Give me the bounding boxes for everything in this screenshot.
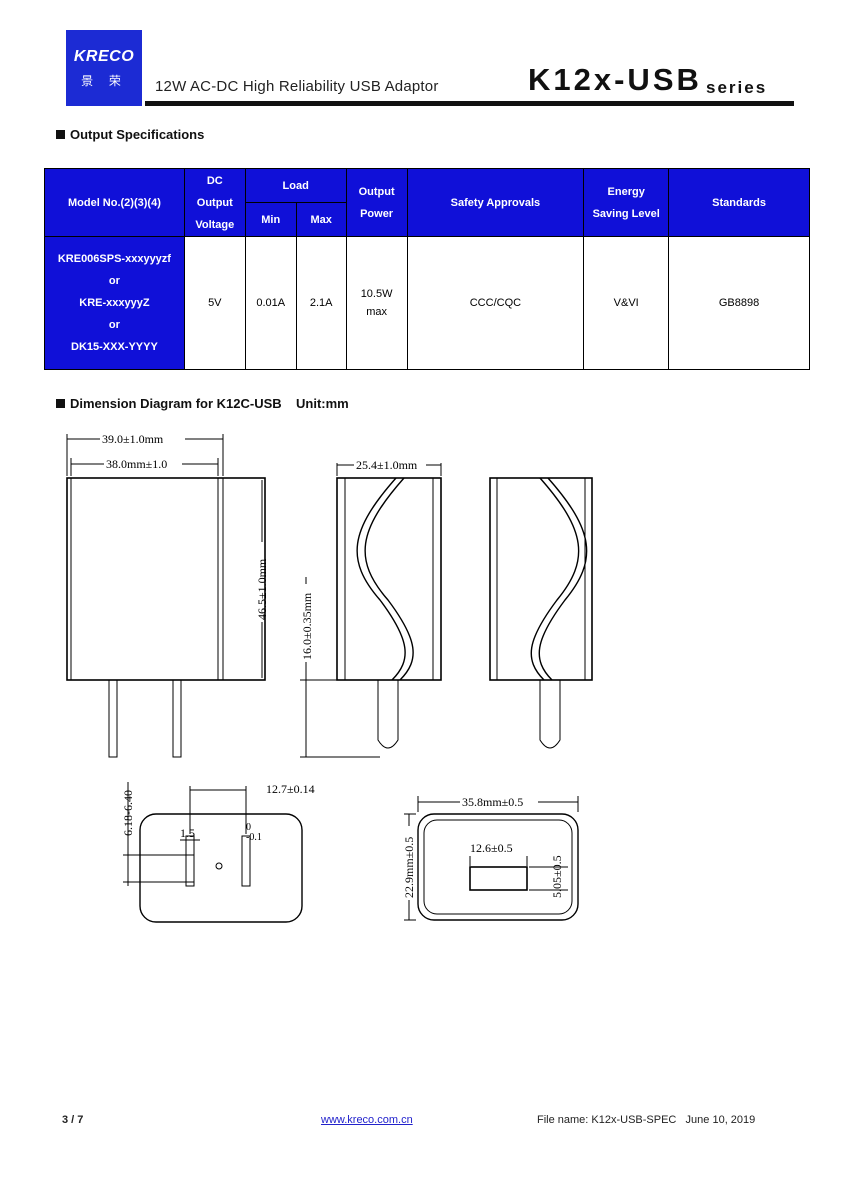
bullet-square-icon bbox=[56, 399, 65, 408]
file-info: File name: K12x-USB-SPEC June 10, 2019 bbox=[537, 1114, 756, 1126]
cell-load-max: 2.1A bbox=[295, 236, 347, 370]
dim-usb-width: 12.6±0.5 bbox=[470, 841, 513, 855]
cell-voltage: 5V bbox=[183, 236, 246, 370]
kreco-logo: KRECO 景 荣 bbox=[66, 30, 142, 106]
cell-load-min: 0.01A bbox=[244, 236, 297, 370]
output-spec-table: Model No.(2)(3)(4) DC Output Voltage Loa… bbox=[44, 168, 810, 370]
document-subtitle: 12W AC-DC High Reliability USB Adaptor bbox=[155, 78, 439, 95]
dim-pin-tol-minus: -0.1 bbox=[246, 832, 262, 843]
header-load: Load bbox=[244, 168, 347, 203]
dim-width-inner: 38.0mm±1.0 bbox=[106, 457, 167, 471]
dim-pin-width: 6.18-6.40 bbox=[121, 790, 135, 836]
header-output-power: Output Power bbox=[345, 168, 408, 237]
dim-pin-tol-plus: 0 bbox=[246, 822, 251, 833]
dim-pin-length: 16.0±0.35mm bbox=[300, 592, 314, 660]
dim-face-width: 35.8mm±0.5 bbox=[462, 795, 523, 809]
document-series-label: series bbox=[706, 78, 768, 97]
output-section-title: Output Specifications bbox=[70, 127, 205, 142]
cell-safety: CCC/CQC bbox=[406, 236, 585, 370]
page-number: 3 / 7 bbox=[62, 1114, 84, 1126]
logo-brand-text: KRECO bbox=[73, 48, 135, 65]
header-load-min: Min bbox=[244, 202, 297, 237]
dim-width-outer: 39.0±1.0mm bbox=[102, 432, 164, 446]
dimension-section-heading: Dimension Diagram for K12C-USB bbox=[56, 396, 282, 411]
dim-pin-spacing: 12.7±0.14 bbox=[266, 782, 315, 796]
header-safety-approvals: Safety Approvals bbox=[406, 168, 585, 237]
dim-depth-side: 25.4±1.0mm bbox=[356, 458, 418, 472]
header-energy-saving-level: Energy Saving Level bbox=[583, 168, 670, 237]
dim-height-body: 46.5±1.0mm bbox=[255, 558, 269, 620]
header-standards: Standards bbox=[668, 168, 810, 237]
logo-chinese-text: 景 荣 bbox=[81, 74, 127, 88]
header-model: Model No.(2)(3)(4) bbox=[44, 168, 185, 237]
dimension-unit: Unit:mm bbox=[296, 396, 349, 411]
dimension-section-title: Dimension Diagram for K12C-USB bbox=[70, 396, 282, 411]
cell-energy: V&VI bbox=[583, 236, 670, 370]
cell-model-numbers: KRE006SPS-xxxyyyzf or KRE-xxxyyyZ or DK1… bbox=[44, 236, 185, 370]
dim-usb-height: 5.05±0.5 bbox=[550, 855, 564, 898]
usb-face-drawing bbox=[404, 796, 579, 921]
bullet-square-icon bbox=[56, 130, 65, 139]
output-section-heading: Output Specifications bbox=[56, 127, 204, 142]
cell-standards: GB8898 bbox=[668, 236, 810, 370]
rear-view-drawing bbox=[489, 477, 593, 749]
dim-pin-thickness: 1.5 bbox=[180, 826, 195, 840]
dim-face-height: 22.9mm±0.5 bbox=[402, 837, 416, 898]
document-title: K12x-USB bbox=[528, 62, 702, 97]
pin-face-drawing bbox=[123, 782, 303, 923]
cell-output-power: 10.5W max bbox=[345, 236, 408, 370]
front-view-drawing bbox=[66, 434, 266, 758]
header-dc-output-voltage: DC Output Voltage bbox=[183, 168, 246, 237]
side-view-drawing bbox=[300, 463, 442, 758]
header-rule bbox=[145, 101, 794, 106]
header-load-max: Max bbox=[295, 202, 347, 237]
website-link[interactable]: www.kreco.com.cn bbox=[321, 1114, 413, 1126]
